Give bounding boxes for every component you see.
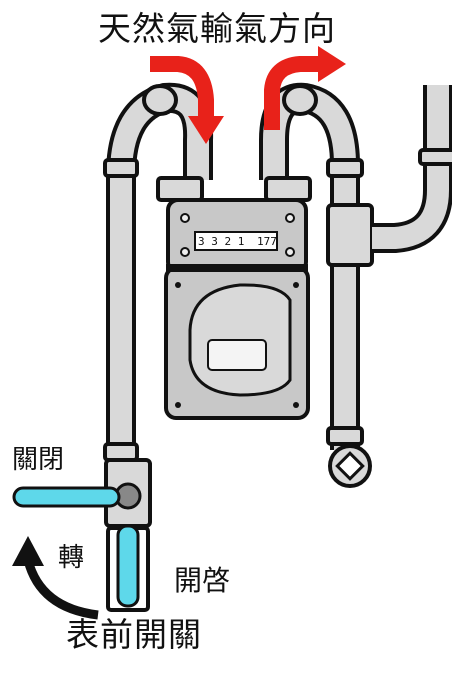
outlet-union — [264, 176, 312, 202]
flow-arrow-in — [150, 56, 224, 144]
open-handle — [116, 524, 140, 608]
drain-plug — [328, 444, 372, 488]
flow-arrow-out — [264, 46, 346, 130]
closed-handle — [12, 486, 121, 508]
riser-pipe — [372, 85, 452, 253]
diagram-title: 天然氣輸氣方向 — [98, 9, 336, 48]
meter-counter-left: 3 3 2 1 — [198, 235, 245, 248]
closed-label: 關閉 — [12, 445, 65, 475]
rotation-arrowhead — [12, 536, 44, 566]
valve-label: 表前開關 — [66, 615, 202, 654]
meter-counter-right: 177 — [256, 235, 277, 248]
meter-counter: 3 3 2 1 177 — [198, 235, 277, 248]
open-label: 開啓 — [174, 564, 231, 597]
rotation-arrow — [23, 558, 99, 620]
gas-meter — [164, 198, 310, 420]
inlet-union — [156, 176, 204, 202]
turn-label: 轉 — [58, 543, 85, 573]
